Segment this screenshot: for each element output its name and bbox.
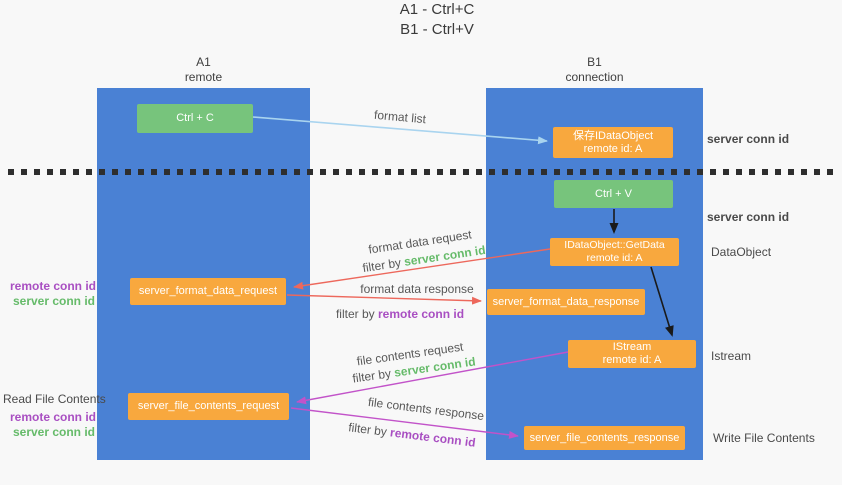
label-file-contents-response: file contents response [367, 394, 485, 424]
node-istream-line2: remote id: A [602, 354, 662, 366]
node-istream-line1: IStream [612, 341, 652, 353]
node-getdata-line1: IDataObject::GetData [564, 239, 665, 251]
lane-left-header: A1 remote [97, 55, 310, 85]
lane-right-header: B1 connection [486, 55, 703, 85]
label-filter-by-remote-conn-id-format: filter by remote conn id [336, 307, 464, 321]
conn-id-pair-format: remote conn id server conn id [10, 279, 97, 309]
label-write-file-contents: Write File Contents [713, 431, 815, 445]
label-format-list: format list [373, 107, 427, 127]
lane-left-name: A1 [196, 55, 211, 69]
title-line-b1: B1 - Ctrl+V [400, 21, 474, 38]
node-file-request-label: server_file_contents_request [137, 400, 280, 412]
label-dataobject: DataObject [711, 245, 772, 259]
lane-left-role: remote [184, 70, 223, 84]
label-format-data-response: format data response [360, 282, 474, 296]
diagram-title-lines: A1 - Ctrl+C B1 - Ctrl+V [400, 0, 475, 40]
dashed-divider-line [8, 169, 836, 175]
label-server-conn-id-left-2: server conn id [12, 425, 95, 439]
label-server-conn-id-left-1: server conn id [12, 294, 95, 308]
label-server-conn-id-mid-right: server conn id [707, 210, 790, 224]
node-file-response-label: server_file_contents_response [529, 431, 680, 444]
node-ctrl-v: Ctrl + V [554, 180, 673, 208]
node-istream: IStream remote id: A [568, 340, 696, 368]
node-save-idataobject-line2: remote id: A [583, 142, 643, 155]
node-server-format-data-response: server_format_data_response [487, 289, 645, 315]
label-istream: Istream [711, 349, 752, 363]
lane-right-name: B1 [587, 55, 602, 69]
node-ctrl-c: Ctrl + C [137, 104, 253, 133]
node-ctrl-v-label: Ctrl + V [595, 187, 632, 200]
title-line-a1: A1 - Ctrl+C [399, 1, 475, 18]
diagram-title: A1 - Ctrl+C B1 - Ctrl+V [0, 0, 842, 40]
remote-conn-id-text: remote conn id [378, 307, 465, 321]
node-save-idataobject-line1: 保存IDataObject [572, 129, 654, 142]
label-read-file-contents: Read File Contents [3, 392, 106, 406]
filter-by-text: filter by [351, 366, 392, 386]
filter-by-text: filter by [347, 420, 388, 439]
lane-right-role: connection [565, 70, 624, 84]
node-ctrl-c-label: Ctrl + C [176, 112, 214, 124]
label-remote-conn-id-left-2: remote conn id [10, 410, 97, 424]
node-server-file-contents-response: server_file_contents_response [524, 426, 685, 450]
conn-id-pair-file: remote conn id server conn id [10, 410, 97, 440]
node-format-response-label: server_format_data_response [492, 295, 640, 308]
filter-by-text: filter by [361, 255, 402, 276]
node-save-idataobject: 保存IDataObject remote id: A [553, 127, 673, 158]
node-server-format-data-request: server_format_data_request [130, 278, 286, 305]
label-server-conn-id-top-right: server conn id [707, 132, 790, 146]
node-idataobject-getdata: IDataObject::GetData remote id: A [550, 238, 679, 266]
node-format-request-label: server_format_data_request [138, 285, 278, 297]
label-remote-conn-id-left-1: remote conn id [10, 279, 97, 293]
node-getdata-line2: remote id: A [586, 252, 643, 264]
node-server-file-contents-request: server_file_contents_request [128, 393, 289, 420]
filter-by-text: filter by [335, 307, 375, 321]
label-filter-by-remote-conn-id-file: filter by remote conn id [348, 420, 477, 450]
remote-conn-id-text: remote conn id [389, 425, 477, 450]
